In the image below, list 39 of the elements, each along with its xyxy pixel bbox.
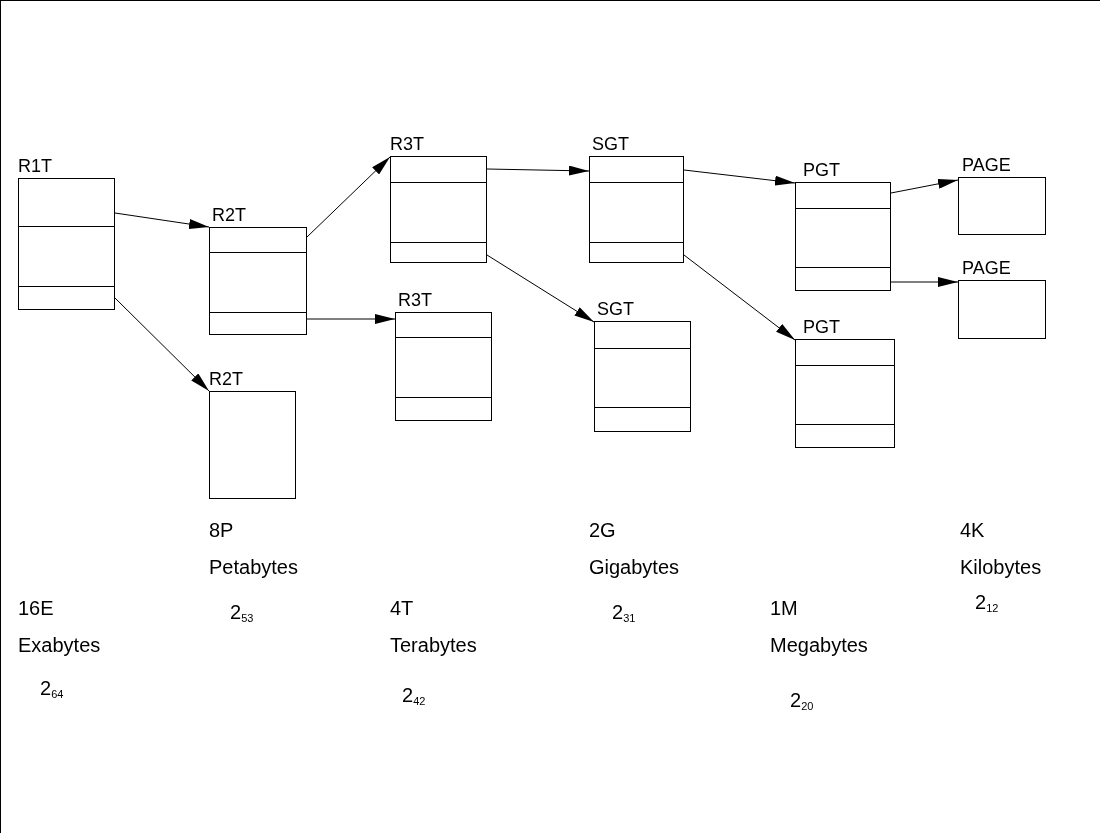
table-name: R1T <box>18 156 52 176</box>
power-of-two: 2$_{31}$ <box>612 600 636 626</box>
power-of-two: 2$_{42}$ <box>402 683 426 709</box>
arrow <box>306 156 391 238</box>
table-name: PAGE <box>962 155 1011 175</box>
table-name: R2T <box>212 205 246 225</box>
size-label: Gigabytes <box>589 555 680 579</box>
size-label: 1M <box>770 596 798 620</box>
arrow <box>114 297 210 392</box>
arrow <box>890 178 959 194</box>
table-name: R3T <box>390 134 424 154</box>
table-name: PAGE <box>962 258 1011 278</box>
power-of-two: 2$_{12}$ <box>975 590 999 616</box>
arrow <box>683 254 796 341</box>
size-label: 4K <box>960 518 985 542</box>
size-label: Kilobytes <box>960 555 1042 579</box>
arrow <box>486 254 595 323</box>
table-name: SGT <box>597 299 634 319</box>
arrow <box>683 169 796 186</box>
table-name: PGT <box>803 317 840 337</box>
table-name: SGT <box>592 134 629 154</box>
arrow <box>890 277 959 287</box>
power-of-two: 2$_{64}$ <box>40 676 64 702</box>
arrow <box>306 314 396 324</box>
size-label: Petabytes <box>209 555 298 579</box>
table-name: PGT <box>803 160 840 180</box>
size-label: Exabytes <box>18 633 101 657</box>
table-name: R2T <box>209 369 243 389</box>
arrow <box>114 212 210 229</box>
size-label: 4T <box>390 596 414 620</box>
power-of-two: 2$_{53}$ <box>230 600 254 626</box>
arrow <box>486 165 590 176</box>
table-name: R3T <box>398 290 432 310</box>
size-label: 2G <box>589 518 616 542</box>
power-of-two: 2$_{20}$ <box>790 688 814 714</box>
size-label: 8P <box>209 518 234 542</box>
size-label: 16E <box>18 596 54 620</box>
size-label: Terabytes <box>390 633 477 657</box>
size-label: Megabytes <box>770 633 868 657</box>
